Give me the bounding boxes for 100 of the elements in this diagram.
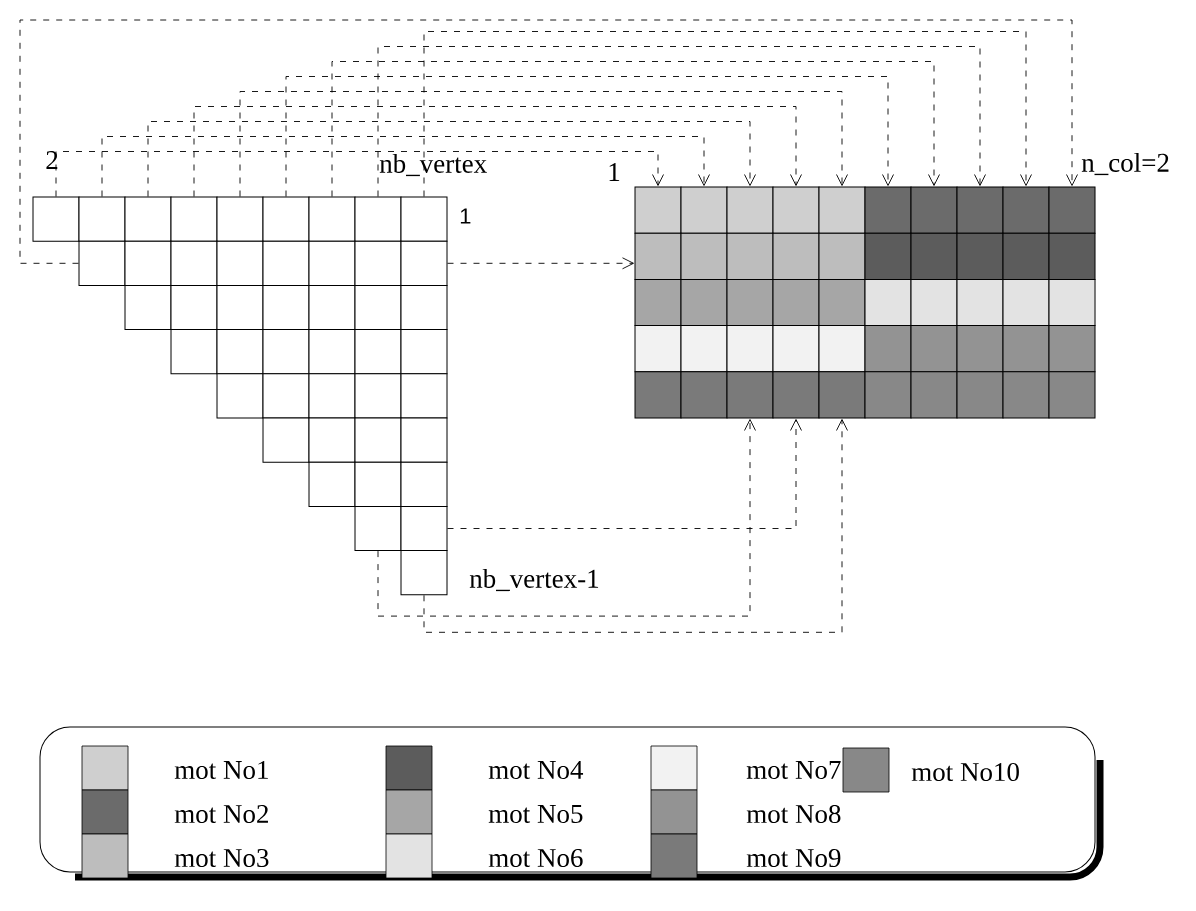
matrix-cell [262,417,310,463]
arrow [193,106,802,197]
memory-cell [634,325,682,373]
memory-cell [1048,278,1096,327]
memory-cell [726,278,774,327]
memory-cell [910,371,958,419]
matrix-cell [354,284,402,331]
axis-label: 1 [609,163,620,181]
legend-label: mot No3 [174,848,269,868]
matrix-cell [400,240,448,286]
memory-cell [772,371,820,419]
matrix-cell [124,240,172,286]
axis-label: 2 [46,151,58,169]
arrow [447,257,634,270]
memory-cell [818,325,866,373]
memory-cell [680,186,728,234]
axis-label: nb_vertex-1 [469,568,599,592]
matrix-cell [308,284,356,331]
axis-label: 1 [460,208,471,224]
matrix-cell [354,373,402,419]
memory-cell [864,232,912,280]
arrow [423,419,848,633]
memory-cell [634,371,682,419]
axis-label: nb_vertex [379,153,487,177]
memory-cell [726,325,774,373]
memory-cell [864,325,912,373]
matrix-cell [32,196,80,242]
memory-cell [1002,186,1050,234]
memory-cell [956,186,1004,234]
memory-cell [1048,186,1096,234]
matrix-cell [170,240,218,286]
matrix-cell [400,196,448,242]
memory-cell [680,232,728,280]
memory-cell [1048,371,1096,419]
memory-cell [634,232,682,280]
arrow [239,91,848,197]
legend-label: mot No6 [488,848,583,868]
matrix-cell [400,284,448,331]
arrow [147,121,756,197]
legend-label: mot No7 [746,761,841,779]
memory-cell [910,325,958,373]
memory-cell [726,371,774,419]
memory-cell [956,325,1004,373]
matrix-cell [216,196,264,242]
matrix-cell [262,284,310,331]
memory-cell [910,278,958,327]
memory-cell [680,325,728,373]
memory-cell [910,186,958,234]
memory-cell [772,232,820,280]
matrix-cell [354,417,402,463]
memory-cell [726,186,774,234]
matrix-cell [354,196,402,242]
legend-label: mot No9 [746,848,841,868]
arrow [285,76,894,197]
memory-cell [772,325,820,373]
matrix-cell [216,329,264,375]
axis-label: n_col=2 [1081,152,1169,176]
arrow [423,31,1032,197]
memory-cell [818,232,866,280]
memory-cell [726,232,774,280]
matrix-cell [262,196,310,242]
memory-cell [864,186,912,234]
legend-label: mot No4 [488,761,584,780]
matrix-cell [308,373,356,419]
memory-cell [1002,278,1050,327]
matrix-cell [170,196,218,242]
matrix-cell [216,373,264,419]
memory-cell [864,278,912,327]
matrix-cell [400,505,448,552]
matrix-cell [400,417,448,463]
memory-cell [1002,325,1050,373]
arrow [55,151,664,197]
legend-label: mot No1 [174,760,268,780]
matrix-cell [354,505,402,552]
arrow [447,419,802,529]
matrix-cell [262,240,310,286]
matrix-cell [308,329,356,375]
memory-cell [956,371,1004,419]
memory-cell [818,186,866,234]
matrix-cell [124,196,172,242]
memory-cell [680,278,728,327]
matrix-cell [124,284,172,331]
memory-cell [1048,325,1096,373]
legend-label: mot No2 [174,804,268,824]
matrix-cell [170,329,218,375]
arrow [101,136,710,197]
matrix-cell [216,284,264,331]
arrow [377,419,756,617]
memory-cell [772,278,820,327]
matrix-cell [216,240,264,286]
memory-cell [1002,371,1050,419]
matrix-cell [308,196,356,242]
matrix-cell [400,329,448,375]
matrix-cell [170,284,218,331]
memory-cell [1048,232,1096,280]
memory-cell [634,278,682,327]
memory-cell [772,186,820,234]
matrix-cell [400,461,448,507]
matrix-cell [354,461,402,507]
matrix-cell [308,240,356,286]
